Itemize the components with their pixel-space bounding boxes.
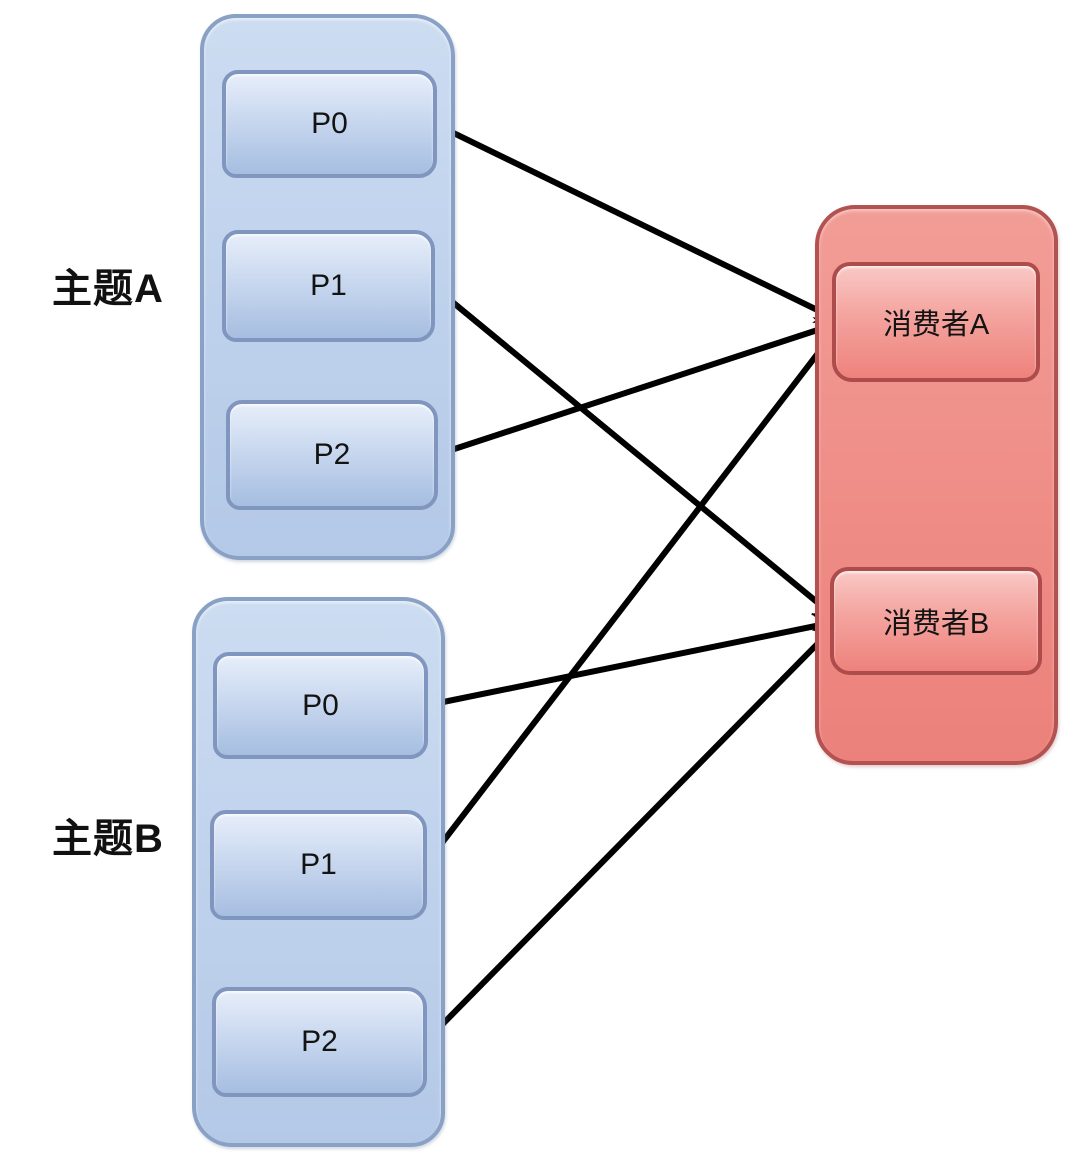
topic-a-label: 主题A bbox=[52, 267, 164, 311]
partition-box: P0 bbox=[222, 70, 437, 178]
partition-label: P0 bbox=[302, 688, 339, 722]
partition-box: P0 bbox=[213, 652, 428, 759]
arrow-B-P0-to-consumerB bbox=[425, 612, 845, 709]
partition-label: P1 bbox=[300, 848, 337, 881]
partition-label: P0 bbox=[311, 107, 348, 140]
arrow-A-P2-to-consumerA bbox=[435, 317, 847, 458]
consumer-label: 消费者A bbox=[882, 309, 990, 341]
partition-label: P1 bbox=[310, 269, 347, 302]
consumer-box: 消费者A bbox=[832, 262, 1040, 382]
consumer-box: 消费者B bbox=[830, 567, 1042, 675]
arrow-A-P1-to-consumerB bbox=[431, 283, 844, 624]
partition-box: P1 bbox=[222, 230, 435, 342]
consumer-group: 消费者A 消费者B bbox=[815, 205, 1058, 765]
partition-box: P2 bbox=[226, 400, 438, 510]
topic-b-group: P0 P1 P2 bbox=[192, 597, 445, 1147]
arrow-A-P0-to-consumerA bbox=[433, 121, 847, 325]
partition-box: P1 bbox=[210, 810, 427, 920]
arrow-B-P2-to-consumerB bbox=[422, 617, 844, 1045]
arrow-B-P1-to-consumerA bbox=[422, 318, 845, 867]
partition-label: P2 bbox=[301, 1025, 338, 1058]
topic-a-group: P0 P1 P2 bbox=[200, 14, 455, 560]
consumer-label: 消费者B bbox=[882, 608, 990, 640]
topic-b-label: 主题B bbox=[52, 817, 164, 861]
partition-box: P2 bbox=[212, 987, 427, 1097]
partition-label: P2 bbox=[313, 438, 351, 471]
